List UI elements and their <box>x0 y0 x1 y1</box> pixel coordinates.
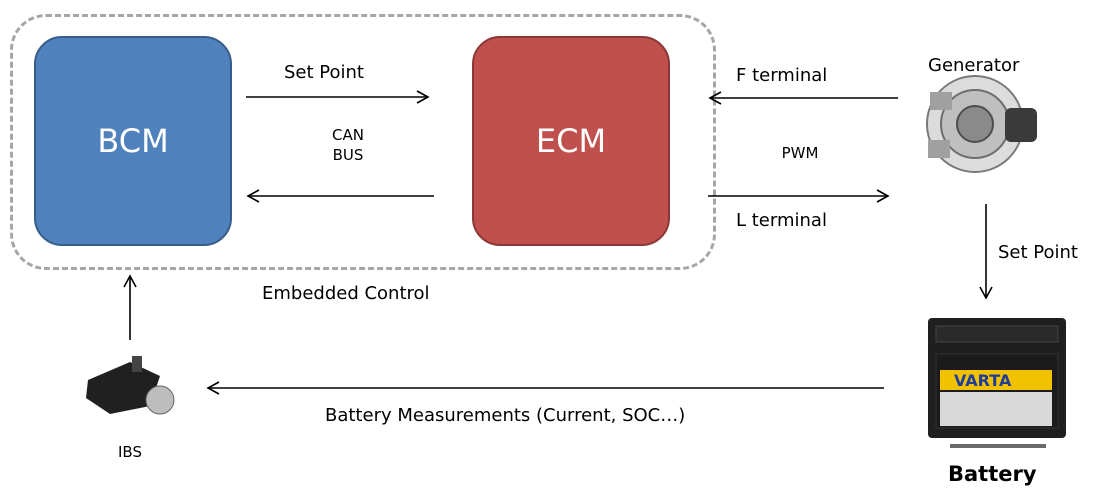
ecm-label: ECM <box>535 122 607 160</box>
battery-label: Battery <box>948 462 1037 486</box>
set-point-label-right: Set Point <box>998 242 1078 263</box>
ibs-image <box>86 356 175 415</box>
set-point-label-top: Set Point <box>284 62 364 83</box>
embedded-control-label: Embedded Control <box>262 283 430 304</box>
can-bus-label: CAN BUS <box>318 125 378 165</box>
bcm-block: BCM <box>34 36 232 246</box>
ibs-label: IBS <box>118 443 142 461</box>
can-bus-line-1: CAN <box>332 126 364 144</box>
battery-measurements-label: Battery Measurements (Current, SOC…) <box>325 405 686 426</box>
generator-label: Generator <box>928 55 1020 76</box>
can-bus-line-2: BUS <box>332 146 364 164</box>
bcm-label: BCM <box>97 122 169 160</box>
ecm-block: ECM <box>472 36 670 246</box>
generator-image <box>926 75 1037 173</box>
varta-logo: VARTA <box>954 371 1012 390</box>
embedded-control-region <box>10 14 716 270</box>
pwm-label: PWM <box>781 144 819 162</box>
f-terminal-label: F terminal <box>736 65 828 86</box>
l-terminal-label: L terminal <box>736 210 827 231</box>
battery-image <box>928 318 1066 448</box>
